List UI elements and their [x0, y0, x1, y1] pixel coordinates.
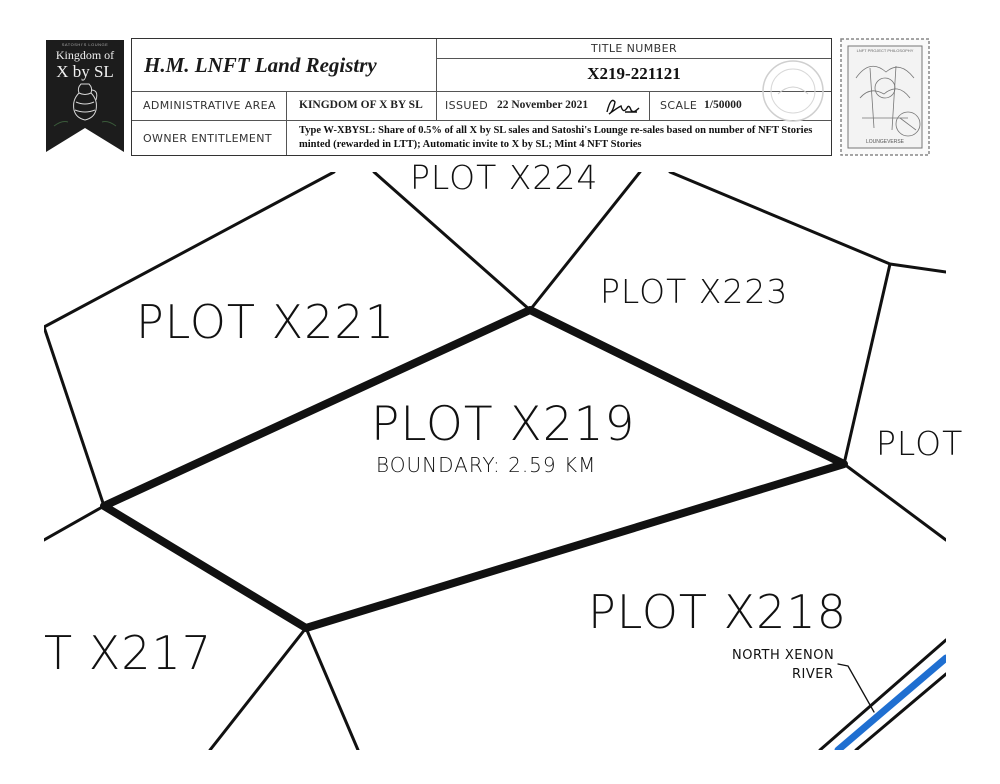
scale-label: SCALE [660, 99, 698, 112]
banner-shape [46, 40, 124, 152]
admin-area: KINGDOM OF X BY SL [299, 99, 423, 111]
plot-x219-boundary-text: BOUNDARY: 2.59 KM [376, 453, 597, 477]
registry-header: H.M. LNFT Land Registry TITLE NUMBER X21… [131, 38, 832, 156]
river-label-line1: NORTH XENON [732, 648, 835, 663]
banner-line2: X by SL [56, 62, 114, 81]
scale-cell: SCALE 1/50000 [650, 91, 831, 120]
owner-text: Type W-XBYSL: Share of 0.5% of all X by … [299, 125, 813, 150]
stamp-bottom-text: LOUNGEVERSE [865, 139, 905, 145]
plot-map [44, 172, 946, 750]
banner-line1: Kingdom of [55, 48, 115, 62]
seal-watermark-icon [762, 60, 824, 122]
plot-label-x217: T X217 [44, 626, 213, 680]
title-number-cell: X219-221121 [437, 59, 831, 91]
kingdom-banner: SATOSHI'S LOUNGE Kingdom of X by SL [46, 40, 124, 152]
signature-icon [606, 99, 640, 115]
scale-value: 1/50000 [704, 99, 742, 111]
issued-cell: ISSUED 22 November 2021 [437, 91, 650, 120]
banner-small-text: SATOSHI'S LOUNGE [61, 42, 109, 47]
admin-area-label: ADMINISTRATIVE AREA [143, 99, 276, 112]
owner-label: OWNER ENTITLEMENT [143, 132, 272, 145]
north-xenon-river [818, 638, 946, 750]
issued-date: 22 November 2021 [497, 99, 589, 111]
admin-area-label-cell: ADMINISTRATIVE AREA [132, 91, 287, 120]
plot-label-x223: PLOT X223 [600, 272, 789, 311]
plot-label-x219: PLOT X219 [371, 397, 636, 452]
postage-stamp: LNFT PROJECT PHILOSOPHY LOUNGEVERSE [840, 38, 930, 156]
plot-x219-boundary [100, 306, 848, 632]
registry-title: H.M. LNFT Land Registry [144, 53, 377, 77]
plot-label-x221: PLOT X221 [136, 295, 395, 349]
stamp-illustration-icon [840, 38, 930, 156]
title-number-label: TITLE NUMBER [591, 42, 677, 55]
stamp-top-text: LNFT PROJECT PHILOSOPHY [856, 48, 914, 53]
river-label-line2: RIVER [792, 667, 834, 682]
owner-label-cell: OWNER ENTITLEMENT [132, 120, 287, 155]
title-number: X219-221121 [587, 64, 681, 83]
title-number-label-cell: TITLE NUMBER [437, 39, 831, 59]
plot-label-x224: PLOT X224 [410, 158, 599, 197]
issued-label: ISSUED [445, 99, 489, 112]
registry-title-cell: H.M. LNFT Land Registry [132, 39, 437, 91]
plot-label-x218: PLOT X218 [588, 585, 847, 639]
vase-icon [73, 83, 98, 121]
admin-area-cell: KINGDOM OF X BY SL [287, 91, 437, 120]
plot-label-right: PLOT [876, 424, 964, 463]
owner-text-cell: Type W-XBYSL: Share of 0.5% of all X by … [287, 120, 831, 155]
plot-boundaries [44, 172, 946, 750]
